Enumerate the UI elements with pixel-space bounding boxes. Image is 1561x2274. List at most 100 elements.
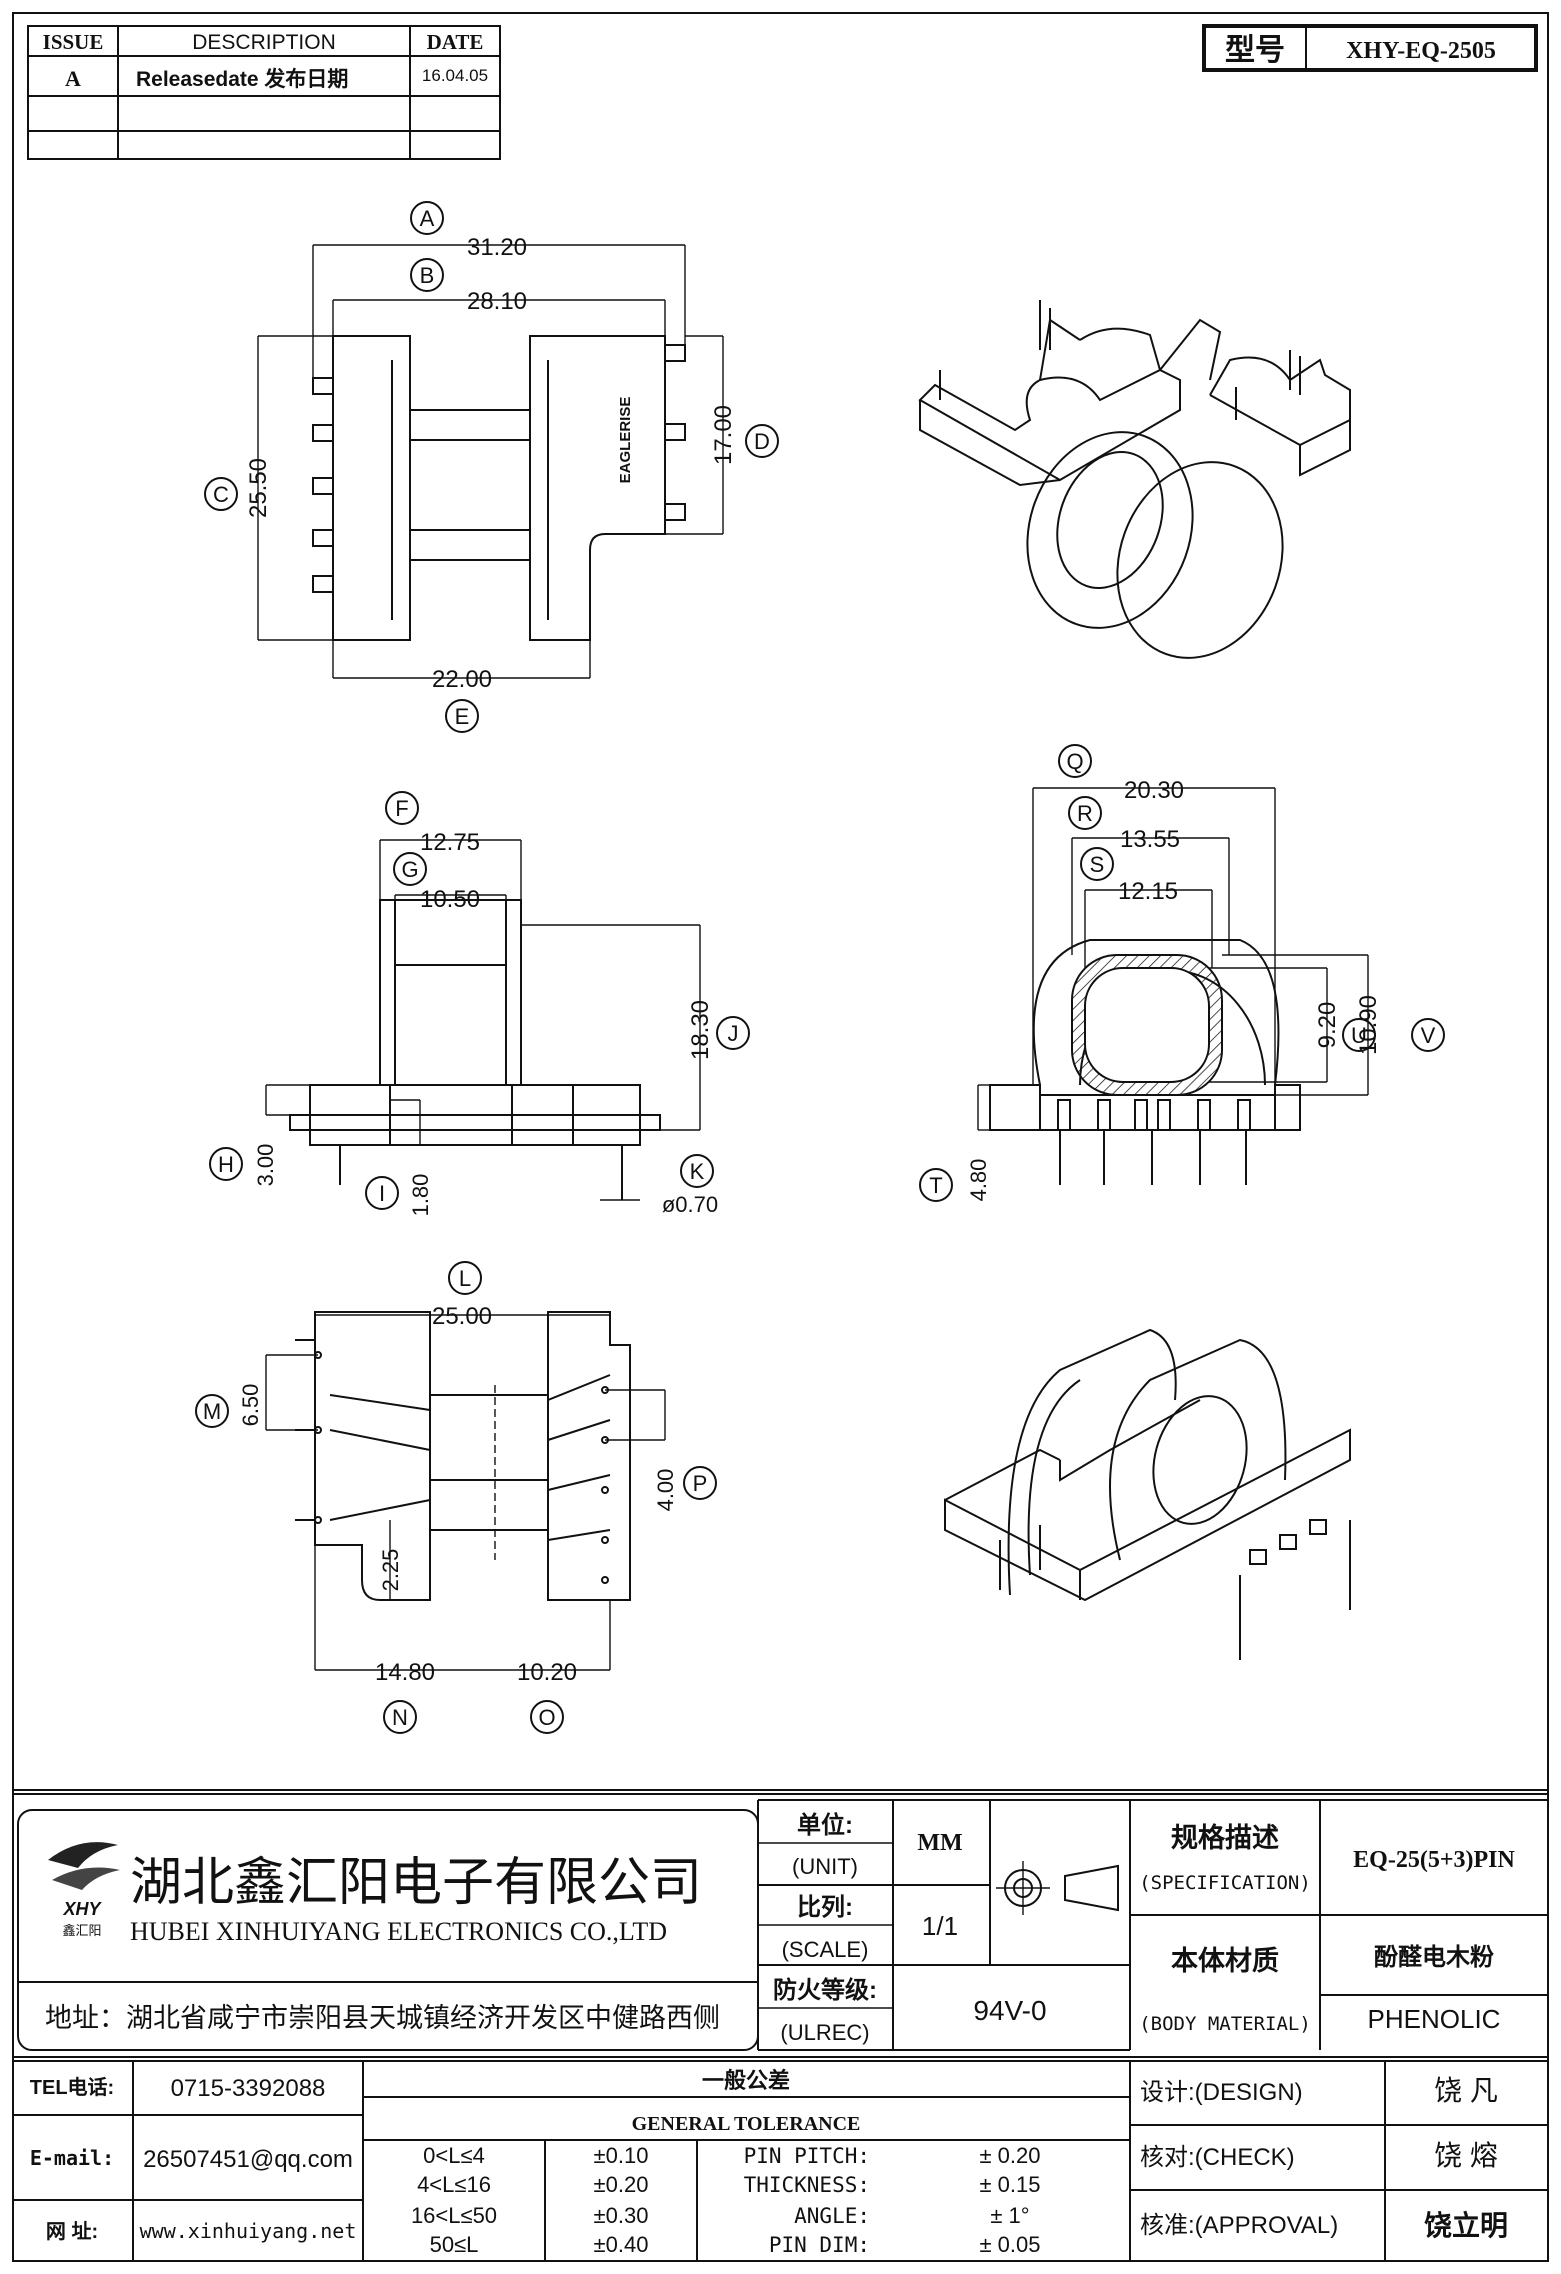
spec-value: EQ-25(5+3)PIN xyxy=(1353,1847,1515,1873)
spec-pin-pitch-tol: ± 0.20 xyxy=(979,2143,1040,2168)
approval-design-name: 饶 凡 xyxy=(1434,2075,1498,2106)
dim-p-letter: P xyxy=(693,1471,708,1496)
spec-label-en: (SPECIFICATION) xyxy=(1139,1872,1311,1894)
spec-pin-pitch: PIN PITCH: xyxy=(744,2144,870,2168)
model-value: XHY-EQ-2505 xyxy=(1346,38,1496,64)
spec-angle-tol: ± 1° xyxy=(990,2203,1029,2228)
dim-j-letter: J xyxy=(728,1021,739,1046)
dim-u-value: 9.20 xyxy=(1314,1002,1341,1049)
dim-g-letter: G xyxy=(401,857,418,882)
web-value: www.xinhuiyang.net xyxy=(140,2219,357,2243)
tel-value: 0715-3392088 xyxy=(171,2075,326,2102)
scale-label: 比列: xyxy=(797,1894,853,1921)
dim-k-letter: K xyxy=(690,1159,705,1184)
dim-n-letter: N xyxy=(392,1705,408,1730)
dim-f-value: 12.75 xyxy=(420,829,480,856)
tolerance-value-4: ±0.40 xyxy=(594,2232,649,2257)
dim-f-letter: F xyxy=(395,796,408,821)
company-logo: XHY 鑫汇阳 xyxy=(48,1842,120,1938)
dim-o-letter: O xyxy=(538,1705,555,1730)
company-name-en: HUBEI XINHUIYANG ELECTRONICS CO.,LTD xyxy=(130,1917,667,1946)
dim-i-value: 1.80 xyxy=(408,1174,433,1217)
dim-j-value: 18.30 xyxy=(687,1000,714,1060)
dim-q-value: 20.30 xyxy=(1124,777,1184,804)
tolerance-range-4: 50≤L xyxy=(430,2232,479,2257)
dim-e-value: 22.00 xyxy=(432,666,492,693)
spec-pin-dim-tol: ± 0.05 xyxy=(979,2232,1040,2257)
ulrec-value: 94V-0 xyxy=(973,1995,1046,2026)
spec-thickness: THICKNESS: xyxy=(744,2173,870,2197)
email-value: 26507451@qq.com xyxy=(143,2146,353,2173)
dim-a-value: 31.20 xyxy=(467,234,527,261)
material-value-en: PHENOLIC xyxy=(1368,2004,1501,2034)
isometric-view-bottom xyxy=(944,1328,1351,1660)
dim-n-value: 14.80 xyxy=(375,1659,435,1686)
dim-r-letter: R xyxy=(1077,801,1093,826)
dim-b-value: 28.10 xyxy=(467,288,527,315)
tel-label: TEL电话: xyxy=(30,2076,114,2099)
dim-t-value: 4.80 xyxy=(966,1159,991,1202)
tolerance-title-en: GENERAL TOLERANCE xyxy=(632,2113,861,2135)
dim-s-letter: S xyxy=(1090,852,1105,877)
dim-t-letter: T xyxy=(929,1173,942,1198)
part-marking: EAGLERISE xyxy=(617,397,634,484)
unit-label: 单位: xyxy=(797,1811,853,1839)
material-label-en: (BODY MATERIAL) xyxy=(1139,2013,1311,2035)
front-view: 20.30 13.55 12.15 9.20 10.90 4.80 Q R S … xyxy=(919,744,1445,1202)
dim-extra-value: 2.25 xyxy=(378,1549,403,1592)
unit-label-en: (UNIT) xyxy=(792,1854,858,1879)
dim-a-letter: A xyxy=(420,206,435,231)
revision-issue: A xyxy=(65,66,81,91)
dim-s-value: 12.15 xyxy=(1118,878,1178,905)
dim-c-value: 25.50 xyxy=(245,458,272,518)
dim-m-value: 6.50 xyxy=(238,1384,263,1427)
dim-l-letter: L xyxy=(459,1266,471,1291)
dim-u-letter: U xyxy=(1351,1023,1367,1048)
description-header: DESCRIPTION xyxy=(192,31,336,54)
tolerance-value-1: ±0.10 xyxy=(594,2143,649,2168)
model-box: 型号 XHY-EQ-2505 xyxy=(1202,24,1538,72)
dim-i-letter: I xyxy=(379,1181,385,1206)
tolerance-value-3: ±0.30 xyxy=(594,2203,649,2228)
company-name-cn: 湖北鑫汇阳电子有限公司 xyxy=(130,1855,702,1912)
tolerance-range-3: 16<L≤50 xyxy=(411,2203,497,2228)
bottom-view: 25.00 6.50 4.00 2.25 14.80 10.20 L M P N… xyxy=(195,1261,717,1734)
ulrec-label-en: (ULREC) xyxy=(780,2020,869,2045)
dim-l-value: 25.00 xyxy=(432,1303,492,1330)
scale-label-en: (SCALE) xyxy=(782,1937,869,1962)
dim-d-value: 17.00 xyxy=(710,405,737,465)
dim-r-value: 13.55 xyxy=(1120,826,1180,853)
dim-c-letter: C xyxy=(213,482,229,507)
dim-g-value: 10.50 xyxy=(420,886,480,913)
model-label: 型号 xyxy=(1225,34,1285,67)
title-block: 单位: (UNIT) MM 比列: (SCALE) 1/1 防火等级: (ULR… xyxy=(758,1799,1548,2051)
logo-sub: 鑫汇阳 xyxy=(62,1923,101,1938)
revision-date: 16.04.05 xyxy=(422,66,488,85)
spec-pin-dim: PIN DIM: xyxy=(769,2233,870,2257)
approval-approval-name: 饶立明 xyxy=(1424,2209,1508,2241)
dim-e-letter: E xyxy=(455,704,470,729)
tolerance-value-2: ±0.20 xyxy=(594,2172,649,2197)
material-label: 本体材质 xyxy=(1171,1946,1279,1976)
dim-d-letter: D xyxy=(754,429,770,454)
projection-symbol-icon xyxy=(996,1861,1119,1915)
dim-q-letter: Q xyxy=(1066,749,1083,774)
sheet-border xyxy=(12,12,1549,2262)
logo-text: XHY xyxy=(62,1899,102,1919)
date-header: DATE xyxy=(427,30,484,54)
ulrec-label: 防火等级: xyxy=(773,1976,877,2004)
revision-description: Releasedate 发布日期 xyxy=(136,67,348,91)
tolerance-range-2: 4<L≤16 xyxy=(417,2172,491,2197)
dim-h-value: 3.00 xyxy=(253,1144,278,1187)
company-block: XHY 鑫汇阳 湖北鑫汇阳电子有限公司 HUBEI XINHUIYANG ELE… xyxy=(17,1800,759,2051)
isometric-view-top xyxy=(918,300,1351,659)
issue-header: ISSUE xyxy=(43,30,104,54)
email-label: E-mail: xyxy=(30,2146,114,2170)
side-view: 12.75 10.50 18.30 3.00 1.80 ø0.70 F G J … xyxy=(209,791,750,1217)
dim-k-value: ø0.70 xyxy=(662,1192,718,1217)
tolerance-title-cn: 一般公差 xyxy=(702,2068,790,2093)
tolerance-block: TEL电话: 0715-3392088 E-mail: 26507451@qq.… xyxy=(13,2056,1548,2261)
web-label: 网 址: xyxy=(46,2220,98,2243)
approval-check-name: 饶 熔 xyxy=(1434,2140,1498,2171)
